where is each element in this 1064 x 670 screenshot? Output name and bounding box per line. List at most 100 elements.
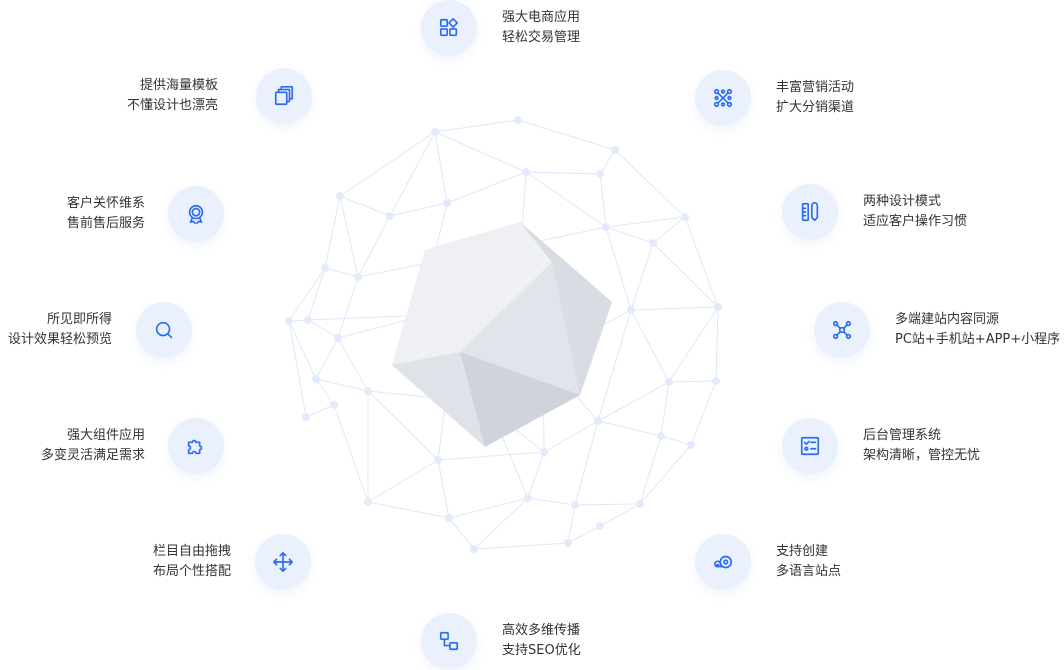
feature-icon-button[interactable]: [782, 418, 838, 474]
network-edge: [315, 378, 335, 406]
network-node: [285, 317, 293, 325]
network-edge: [339, 195, 359, 278]
polyhedron-graphic: [392, 222, 612, 447]
network-node: [334, 334, 342, 342]
network-edge: [448, 497, 529, 519]
network-edge: [715, 306, 719, 382]
feature-icon-button[interactable]: [782, 184, 838, 240]
network-edge: [652, 242, 719, 308]
network-node: [636, 500, 644, 508]
network-edge: [605, 226, 632, 311]
feature-text: 提供海量模板不懂设计也漂亮: [127, 76, 218, 116]
network-edge: [307, 267, 326, 321]
feature-text: 高效多维传播支持SEO优化: [502, 621, 581, 661]
network-edge: [597, 420, 662, 437]
network-node: [564, 539, 572, 547]
feature-subtitle: 多语言站点: [776, 564, 842, 579]
feature-subtitle: 扩大分销渠道: [776, 100, 855, 115]
network-edge: [288, 320, 317, 380]
network-node: [443, 199, 451, 207]
network-edge: [567, 504, 576, 544]
checklist-icon: [800, 436, 820, 456]
network-edge: [614, 149, 686, 218]
feature-subtitle: PC站+手机站+APP+小程序: [895, 332, 1061, 347]
network-node: [445, 514, 453, 522]
network-edge: [434, 131, 448, 204]
network-edge: [525, 171, 607, 228]
network-edge: [668, 380, 717, 383]
search-icon: [155, 321, 173, 339]
network-edge: [357, 215, 391, 278]
feature-icon-button[interactable]: [421, 0, 477, 56]
network-node: [354, 273, 362, 281]
network-edge: [599, 503, 641, 527]
feature-title: 丰富营销活动: [776, 80, 855, 95]
network-edge: [389, 131, 436, 217]
feature-icon-button[interactable]: [695, 70, 751, 126]
network-node: [665, 378, 673, 386]
network-edge: [599, 173, 607, 228]
network-node: [330, 401, 338, 409]
language-icon: [714, 555, 733, 569]
network-node: [431, 128, 439, 136]
feature-subtitle: 支持SEO优化: [502, 643, 581, 658]
feature-icon-button[interactable]: [168, 418, 224, 474]
hub-icon: [832, 320, 852, 340]
feature-icon-button[interactable]: [695, 534, 751, 590]
network-edge: [605, 216, 686, 228]
feature-subtitle: 不懂设计也漂亮: [126, 98, 218, 113]
network-edge: [288, 267, 326, 322]
network-edge: [437, 459, 450, 519]
network-edge: [473, 542, 569, 550]
design-tools-icon: [801, 202, 819, 222]
feature-text: 栏目自由拖拽布局个性搭配: [153, 542, 231, 582]
network-node: [434, 456, 442, 464]
network-edge: [315, 378, 369, 392]
network-edge: [630, 242, 654, 311]
network-node: [304, 316, 312, 324]
network-node: [714, 303, 722, 311]
move-arrows-icon: [273, 552, 293, 572]
feature-icon-button[interactable]: [421, 613, 477, 669]
feature-icon-button[interactable]: [814, 302, 870, 358]
network-edge: [357, 261, 434, 278]
network-node: [712, 377, 720, 385]
network-edge: [389, 202, 448, 217]
network-edge: [324, 267, 359, 278]
feature-icon-button[interactable]: [255, 534, 311, 590]
network-node: [470, 545, 478, 553]
network-node: [649, 239, 657, 247]
feature-icon-button[interactable]: [136, 302, 192, 358]
feature-icon-button[interactable]: [168, 186, 224, 242]
feature-subtitle: 架构清晰，管控无忧: [863, 448, 981, 463]
network-node: [312, 375, 320, 383]
feature-icon-button[interactable]: [256, 68, 312, 124]
network-edge: [527, 451, 545, 499]
network-edge: [527, 497, 576, 506]
feature-title: 支持创建: [776, 544, 829, 559]
network-node: [681, 213, 689, 221]
network-node: [524, 494, 532, 502]
feature-subtitle: 售前售后服务: [66, 216, 145, 231]
network-node: [364, 498, 372, 506]
network-edge: [333, 404, 369, 503]
network-node: [627, 306, 635, 314]
feature-title: 栏目自由拖拽: [152, 544, 231, 559]
network-edge: [288, 320, 307, 418]
network-node: [364, 387, 372, 395]
network-edge: [660, 435, 692, 446]
feature-subtitle: 布局个性搭配: [152, 564, 231, 579]
network-edge: [367, 459, 439, 503]
network-edge: [446, 171, 527, 204]
network-node: [321, 264, 329, 272]
award-icon: [188, 204, 204, 224]
network-edge: [434, 131, 527, 173]
feature-text: 所见即所得设计效果轻松预览: [8, 310, 112, 350]
network-edge: [305, 404, 335, 418]
network-edge: [339, 131, 436, 197]
network-node: [571, 501, 579, 509]
network-edge: [597, 309, 632, 422]
network-edge: [324, 195, 341, 269]
